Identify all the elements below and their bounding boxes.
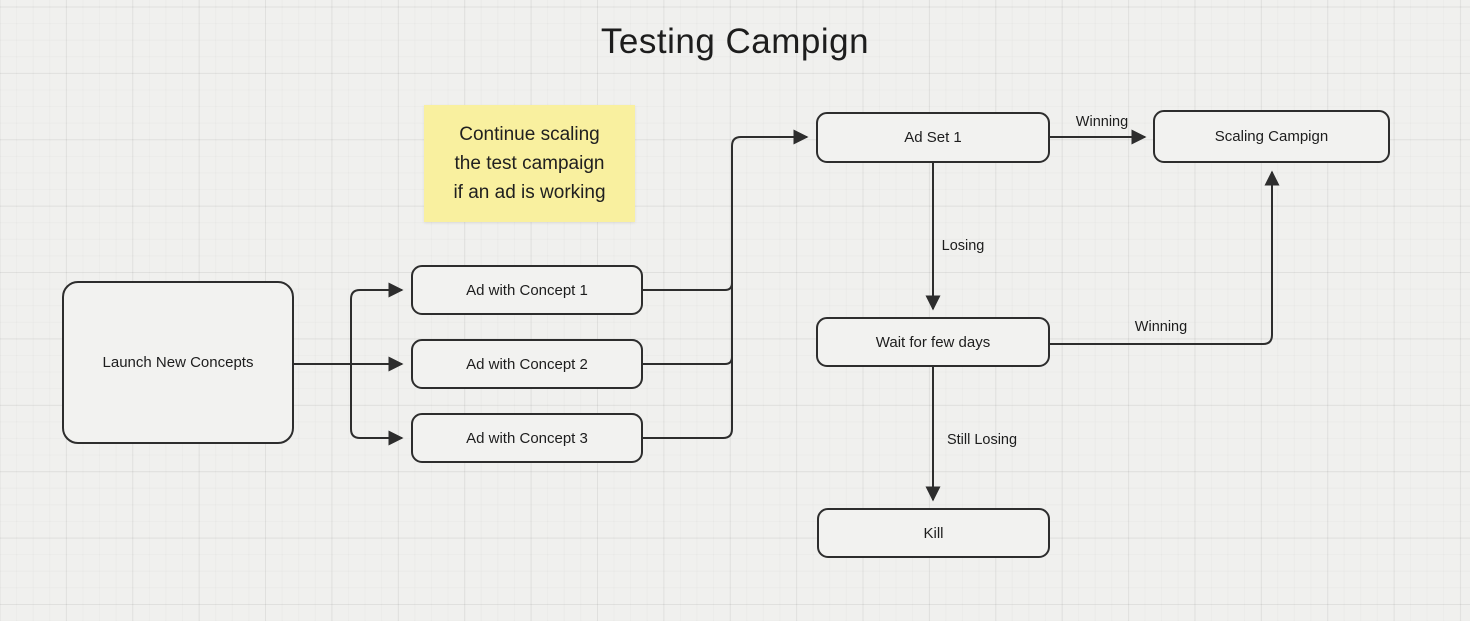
node-scaling-campign[interactable]: Scaling Campign: [1153, 110, 1390, 163]
node-launch-new-concepts[interactable]: Launch New Concepts: [62, 281, 294, 444]
sticky-note-line: the test campaign: [454, 153, 605, 174]
edge-label-winning-side[interactable]: Winning: [1134, 318, 1188, 335]
node-ad-with-concept-1[interactable]: Ad with Concept 1: [411, 265, 643, 315]
edge-concepts-to-adset[interactable]: [643, 129, 809, 439]
node-ad-with-concept-2[interactable]: Ad with Concept 2: [411, 339, 643, 389]
node-wait-for-few-days[interactable]: Wait for few days: [816, 317, 1050, 367]
sticky-note-line: Continue scaling: [459, 124, 600, 145]
node-ad-set-1[interactable]: Ad Set 1: [816, 112, 1050, 163]
sticky-note[interactable]: Continue scaling the test campaign if an…: [424, 105, 635, 222]
node-ad-with-concept-3[interactable]: Ad with Concept 3: [411, 413, 643, 463]
edge-label-still-losing[interactable]: Still Losing: [946, 431, 1018, 448]
sticky-note-line: if an ad is working: [453, 182, 606, 203]
edge-label-winning-top[interactable]: Winning: [1075, 113, 1129, 130]
edge-launch-to-concepts[interactable]: [294, 282, 404, 446]
canvas-title[interactable]: Testing Campign: [600, 22, 870, 61]
node-kill[interactable]: Kill: [817, 508, 1050, 558]
edge-label-losing[interactable]: Losing: [941, 237, 985, 254]
edge-wait-to-scaling[interactable]: [1050, 170, 1280, 345]
